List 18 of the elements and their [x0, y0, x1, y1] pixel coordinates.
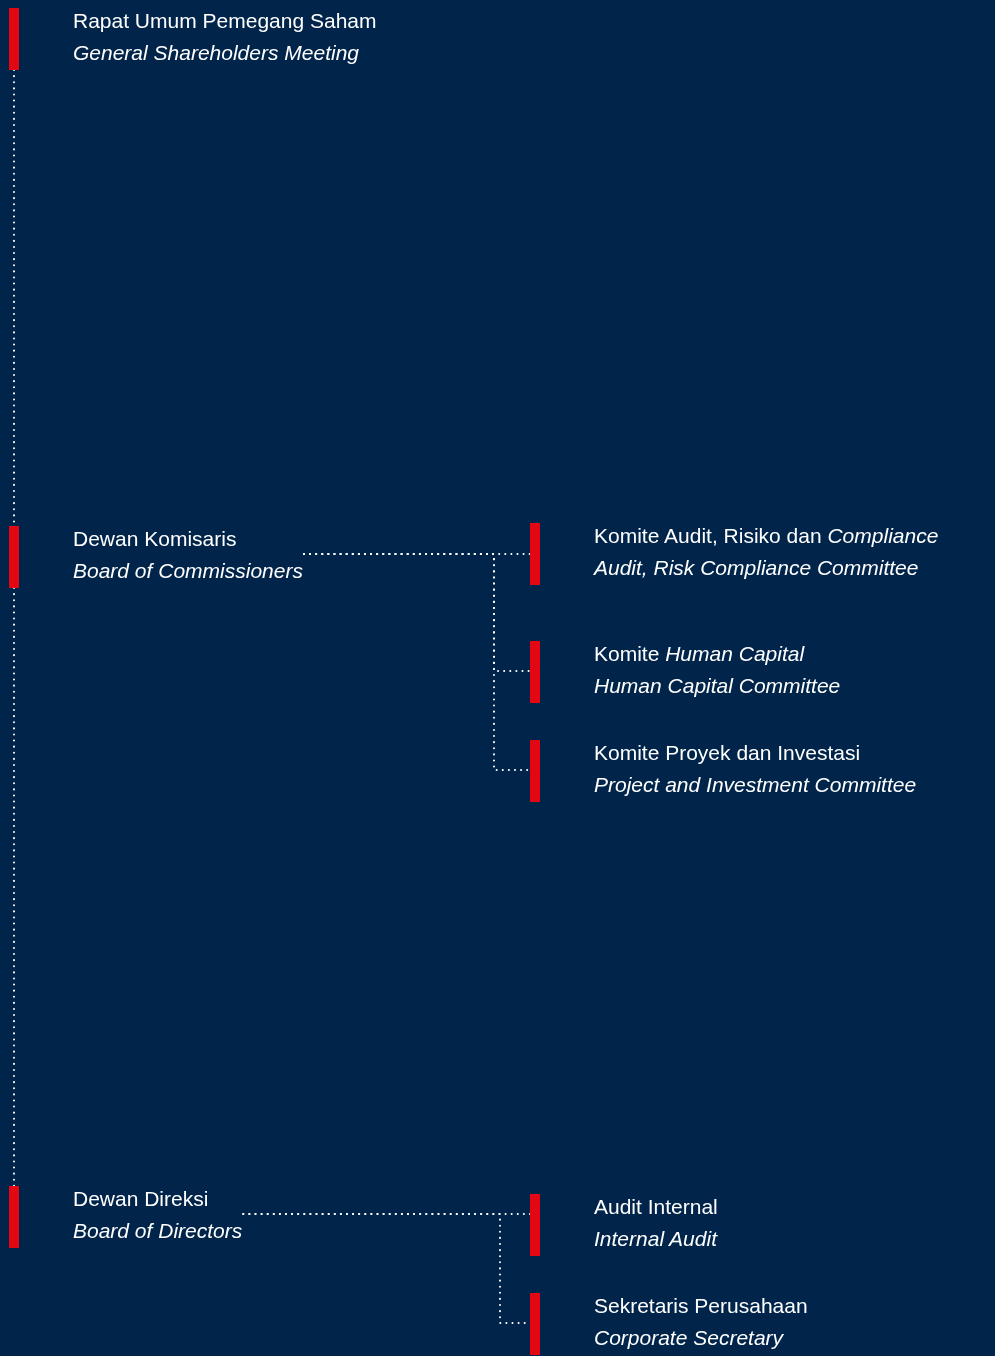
dotted-connector: [302, 553, 531, 771]
dotted-connector: [13, 587, 15, 1187]
node-title: Audit Internal: [594, 1194, 718, 1220]
node-subtitle: Board of Directors: [73, 1218, 243, 1244]
node-title: Komite Human Capital: [594, 641, 805, 667]
node-subtitle: General Shareholders Meeting: [73, 40, 359, 66]
node-title: Sekretaris Perusahaan: [594, 1293, 808, 1319]
node-subtitle: Board of Commissioners: [73, 558, 303, 584]
node-title: Dewan Direksi: [73, 1186, 209, 1212]
node-subtitle: Corporate Secretary: [594, 1325, 784, 1351]
node-subtitle: Project and Investment Committee: [594, 772, 917, 798]
node-title: Rapat Umum Pemegang Saham: [73, 8, 377, 34]
node-title: Komite Proyek dan Investasi: [594, 740, 861, 766]
node-subtitle: Audit, Risk Compliance Committee: [594, 555, 919, 581]
node-subtitle: Internal Audit: [594, 1226, 717, 1252]
node-title: Dewan Komisaris: [73, 526, 237, 552]
node-subtitle: Human Capital Committee: [594, 673, 841, 699]
node-title: Komite Audit, Risiko dan Compliance: [594, 523, 939, 549]
